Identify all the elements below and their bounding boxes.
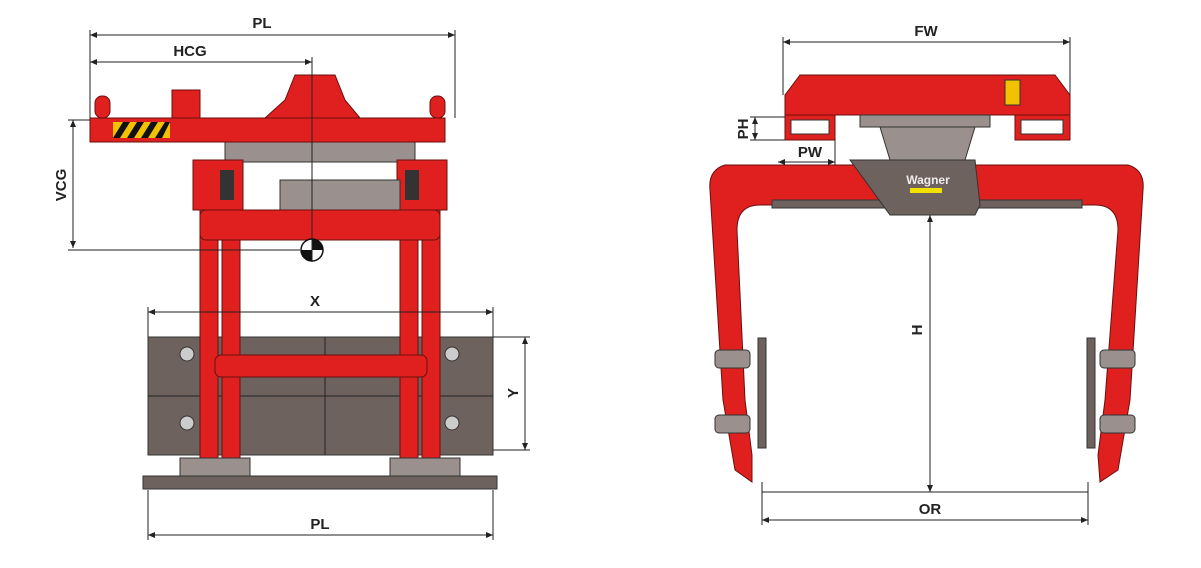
dim-ph: PH (735, 119, 752, 140)
center-housing (849, 159, 981, 216)
dim-pw: PW (798, 144, 823, 161)
front-view-drawing: Wagner FW PH PW H OR (709, 23, 1144, 525)
dim-y: Y (505, 388, 522, 398)
dim-or: OR (919, 501, 942, 518)
dim-vcg: VCG (53, 169, 70, 202)
dim-x: X (310, 293, 320, 310)
gantry-arch (709, 164, 1144, 483)
dim-h: H (909, 325, 926, 336)
dim-hcg: HCG (173, 43, 206, 60)
dim-pl-bottom: PL (310, 516, 329, 533)
base-plate (142, 475, 498, 490)
wagner-logo: Wagner (906, 173, 950, 187)
dim-fw: FW (914, 23, 938, 40)
dim-pl-top: PL (252, 15, 271, 32)
top-beam (784, 74, 1071, 116)
side-view-drawing: PL HCG VCG X Y PL (53, 15, 530, 540)
